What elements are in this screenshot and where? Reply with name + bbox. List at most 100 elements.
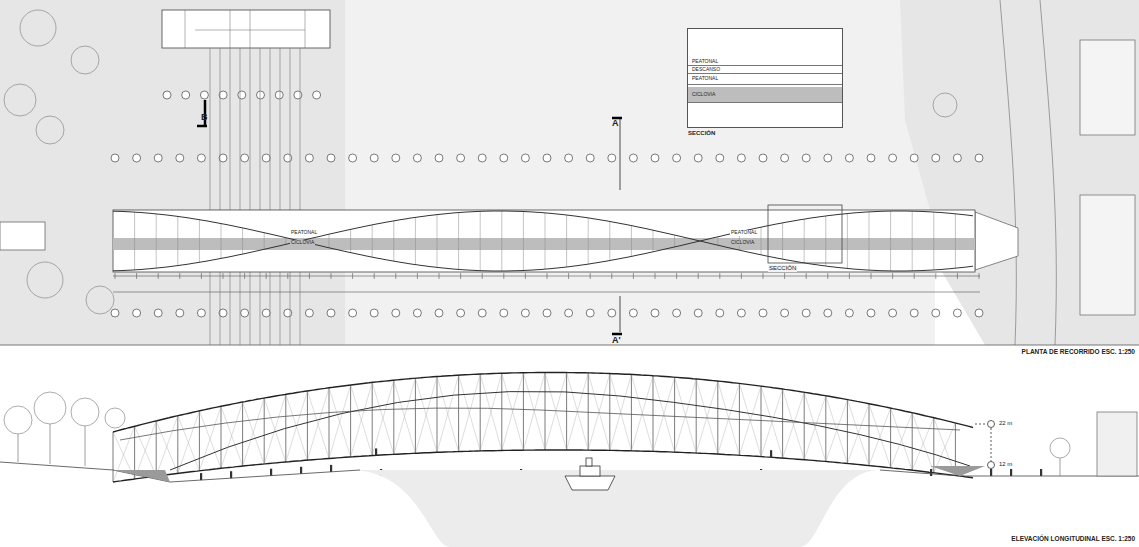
truss-post xyxy=(933,418,934,473)
detail-frame xyxy=(768,205,842,263)
rib xyxy=(609,222,610,261)
truss-diagonal xyxy=(437,375,459,452)
column-mark xyxy=(176,154,184,162)
park-ground xyxy=(0,0,345,345)
person xyxy=(1040,469,1042,476)
person xyxy=(930,469,932,476)
generated-geometry xyxy=(0,48,1042,482)
column-mark xyxy=(932,309,940,317)
column-mark xyxy=(802,154,810,162)
column-mark xyxy=(824,309,832,317)
drawing-label: ELEVACIÓN LONGITUDINAL ESC. 1:250 xyxy=(1010,535,1136,542)
column-mark xyxy=(284,154,292,162)
column-mark xyxy=(759,309,767,317)
truss-diagonal xyxy=(783,389,805,460)
pier-line xyxy=(230,48,231,345)
building-block xyxy=(1080,195,1135,315)
column-mark xyxy=(629,309,637,317)
column-mark xyxy=(392,309,400,317)
truss-diagonal xyxy=(178,411,200,474)
rib xyxy=(847,214,848,269)
truss-post xyxy=(674,377,675,452)
truss-diagonal xyxy=(199,406,221,471)
truss-post xyxy=(415,378,416,453)
pier-line xyxy=(250,48,251,345)
pier-line xyxy=(290,48,291,345)
truss-diagonal xyxy=(696,379,718,454)
column-mark xyxy=(673,154,681,162)
truss-post xyxy=(912,413,913,470)
truss-post xyxy=(501,373,502,450)
truss-diagonal xyxy=(221,402,243,468)
truss-diagonal xyxy=(631,375,653,452)
truss-post xyxy=(782,389,783,458)
person xyxy=(200,473,202,480)
ship xyxy=(565,458,615,490)
column-mark xyxy=(238,91,246,99)
truss-post xyxy=(890,408,891,468)
truss-diagonal xyxy=(415,377,437,454)
column-mark xyxy=(737,309,745,317)
column-mark xyxy=(457,154,465,162)
inset-heading: SECCIÓN xyxy=(688,130,715,137)
rib xyxy=(134,212,135,270)
truss-post xyxy=(221,406,222,468)
rib xyxy=(804,219,805,263)
lane-label: DESCANSO xyxy=(688,67,842,73)
column-mark xyxy=(845,154,853,162)
column-mark xyxy=(781,309,789,317)
dim-line xyxy=(113,292,980,293)
column-mark xyxy=(651,309,659,317)
rib xyxy=(717,237,718,245)
column-mark xyxy=(867,309,875,317)
rib xyxy=(890,211,891,271)
rib xyxy=(177,216,178,265)
twist-chord xyxy=(170,391,970,470)
truss-diagonal xyxy=(156,416,178,476)
column-mark xyxy=(932,154,940,162)
rib xyxy=(350,229,351,252)
column-mark xyxy=(370,309,378,317)
rib xyxy=(782,223,783,259)
truss-post xyxy=(350,385,351,457)
truss-diagonal xyxy=(351,382,373,457)
truss-post xyxy=(588,373,589,450)
rib xyxy=(458,213,459,270)
truss-post xyxy=(825,396,826,462)
rib xyxy=(825,216,826,266)
rib xyxy=(545,213,546,269)
truss-diagonal xyxy=(891,408,913,470)
column-mark xyxy=(262,309,270,317)
tree-trunks xyxy=(18,424,1060,476)
water-basin xyxy=(350,470,880,547)
column-mark xyxy=(759,154,767,162)
drawing-label: 12 m xyxy=(998,461,1013,468)
rib xyxy=(588,218,589,264)
person xyxy=(300,467,302,474)
person xyxy=(330,465,332,472)
column-mark xyxy=(781,154,789,162)
street-lines xyxy=(1000,0,1056,345)
column-mark xyxy=(284,309,292,317)
pier-line xyxy=(270,48,271,345)
truss-diagonal xyxy=(459,374,481,452)
column-mark xyxy=(241,309,249,317)
truss-diagonal xyxy=(372,380,394,455)
pier-line xyxy=(280,48,281,345)
level-markers xyxy=(975,421,995,469)
truss-diagonal xyxy=(761,386,783,458)
column-mark xyxy=(370,154,378,162)
rib xyxy=(285,238,286,245)
column-mark xyxy=(111,154,119,162)
column-mark xyxy=(824,154,832,162)
pier-line xyxy=(220,48,221,345)
truss-diagonal xyxy=(675,377,697,453)
truss-post xyxy=(307,391,308,460)
truss-post xyxy=(480,374,481,451)
rib xyxy=(415,217,416,264)
rib xyxy=(372,225,373,257)
rib xyxy=(501,211,502,271)
lane-label: CICLOVIA xyxy=(688,92,842,98)
column-mark xyxy=(953,154,961,162)
